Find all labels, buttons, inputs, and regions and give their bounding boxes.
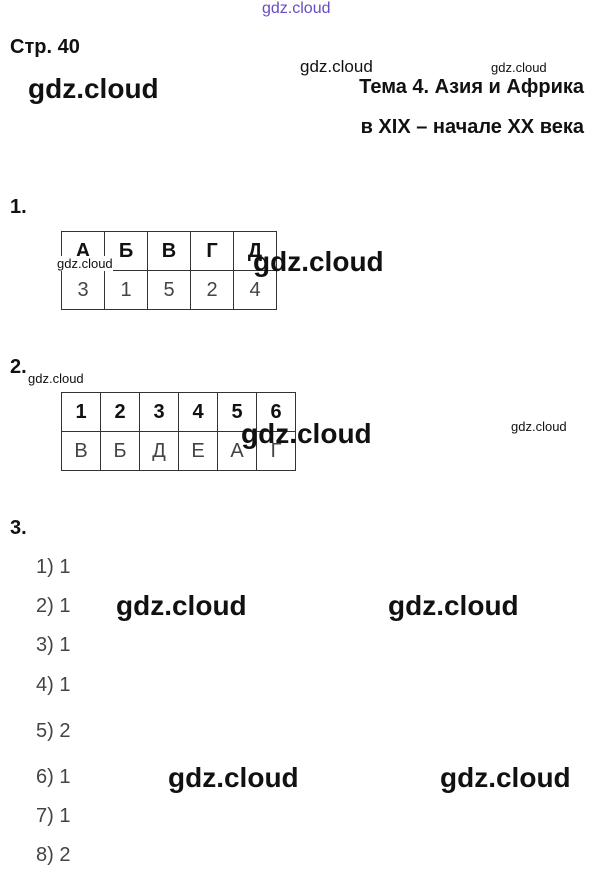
table-cell: 3 — [61, 270, 105, 310]
watermark: gdz.cloud — [116, 590, 247, 621]
watermark: gdz.cloud — [57, 256, 113, 271]
watermark: gdz.cloud — [511, 419, 567, 434]
watermark: gdz.cloud — [253, 246, 384, 277]
table-cell: Г — [256, 431, 296, 471]
table-cell: В — [61, 431, 101, 471]
table-cell: 1 — [61, 392, 101, 432]
watermark: gdz.cloud — [262, 0, 331, 17]
list-item: 3) 1 — [36, 634, 71, 656]
table-cell: 6 — [256, 392, 296, 432]
watermark: gdz.cloud — [388, 590, 519, 621]
table-cell: 1 — [104, 270, 148, 310]
table-cell: Г — [190, 231, 234, 271]
watermark: gdz.cloud — [28, 371, 84, 386]
table-cell: 5 — [147, 270, 191, 310]
list-item: 1) 1 — [36, 556, 71, 578]
table-row: 3 1 5 2 4 — [61, 270, 277, 310]
list-item: 5) 2 — [36, 720, 71, 742]
table-cell: 4 — [178, 392, 218, 432]
task1-number: 1. — [10, 196, 27, 218]
list-item: 4) 1 — [36, 674, 71, 696]
table-cell: 3 — [139, 392, 179, 432]
watermark: gdz.cloud — [168, 762, 299, 793]
list-item: 2) 1 — [36, 595, 71, 617]
table-row: В Б Д Е А Г — [61, 431, 296, 471]
table-cell: 2 — [100, 392, 140, 432]
watermark: gdz.cloud — [440, 762, 571, 793]
task3-number: 3. — [10, 517, 27, 539]
watermark: gdz.cloud — [241, 418, 372, 449]
task2-answer-table: 1 2 3 4 5 6 В Б Д Е А Г — [61, 392, 296, 471]
table-cell: Д — [139, 431, 179, 471]
watermark: gdz.cloud — [491, 60, 547, 75]
table-header-row: А Б В Г Д — [61, 231, 277, 271]
table-cell: В — [147, 231, 191, 271]
table-cell: 4 — [233, 270, 277, 310]
task1-answer-table: А Б В Г Д 3 1 5 2 4 — [61, 231, 277, 310]
table-cell: Б — [104, 231, 148, 271]
table-cell: Б — [100, 431, 140, 471]
table-cell: Д — [233, 231, 277, 271]
table-header-row: 1 2 3 4 5 6 — [61, 392, 296, 432]
list-item: 6) 1 — [36, 766, 71, 788]
list-item: 8) 2 — [36, 844, 71, 866]
topic-title-line2: в XIX – начале XX века — [360, 116, 584, 138]
watermark: gdz.cloud — [300, 57, 373, 76]
table-cell: Е — [178, 431, 218, 471]
page-number: Стр. 40 — [10, 36, 80, 58]
task2-number: 2. — [10, 356, 27, 378]
table-cell: 2 — [190, 270, 234, 310]
list-item: 7) 1 — [36, 805, 71, 827]
topic-title-line1: Тема 4. Азия и Африка — [359, 76, 584, 98]
watermark: gdz.cloud — [28, 73, 159, 104]
